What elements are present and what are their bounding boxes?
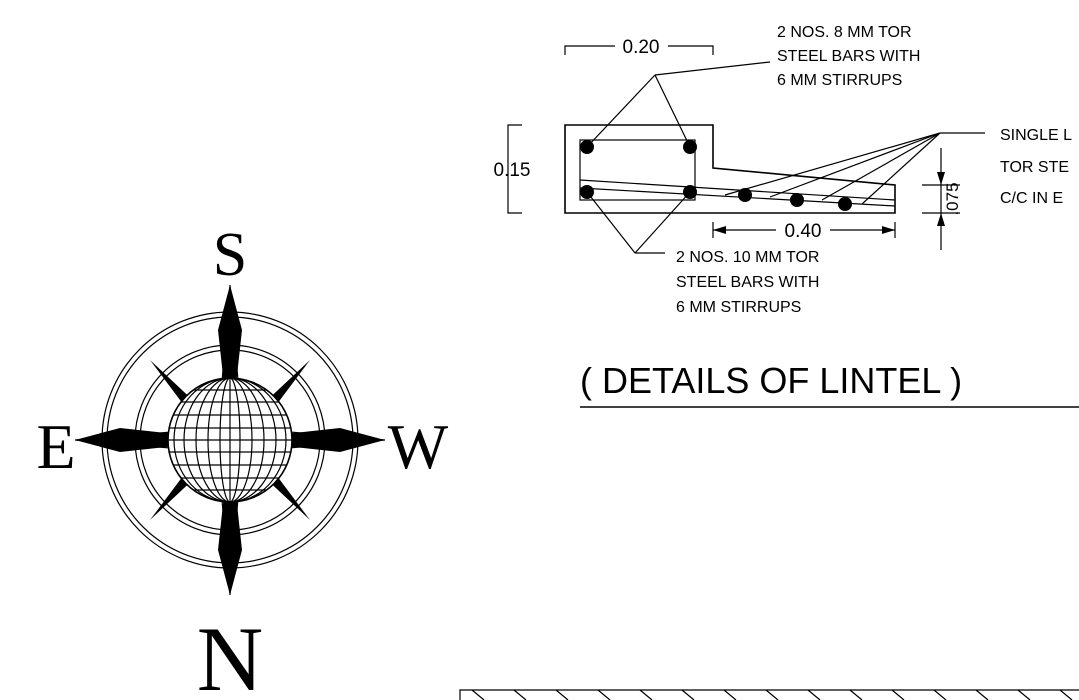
note-line: SINGLE L	[1000, 127, 1072, 144]
compass-label-south: S	[213, 221, 247, 289]
hatch-line	[1017, 689, 1031, 700]
hatch-line	[555, 689, 569, 700]
hatch-line	[975, 689, 989, 700]
note-line: TOR STE	[1000, 159, 1069, 176]
compass-globe	[167, 377, 293, 503]
hatch-line	[849, 689, 863, 700]
stirrup	[579, 139, 696, 201]
hatch-line	[597, 689, 611, 700]
hatched-wall-strip	[459, 689, 1079, 700]
slab-bar	[838, 197, 852, 211]
hatch-line	[1059, 689, 1073, 700]
dimension-slab-label: .075	[943, 182, 962, 215]
dimension-depth: 0.15	[494, 124, 531, 214]
hatch-line	[681, 689, 695, 700]
hatch-line	[723, 689, 737, 700]
lintel-detail: 0.20 0.15 0.40 .075 2 NOS.	[494, 24, 1079, 408]
note-line: 2 NOS. 10 MM TOR	[676, 249, 819, 266]
leader-top-bars	[586, 61, 771, 148]
compass-label-east: E	[36, 411, 75, 482]
slab-bars-note: SINGLE L TOR STE C/C IN E	[1000, 127, 1072, 207]
note-line: STEEL BARS WITH	[777, 48, 920, 65]
dimension-slab-thickness: .075	[922, 148, 962, 250]
hatch-line	[807, 689, 821, 700]
slab-bar	[790, 193, 804, 207]
dimension-projection: 0.40	[712, 221, 896, 242]
top-bars-note: 2 NOS. 8 MM TOR STEEL BARS WITH 6 MM STI…	[777, 24, 920, 89]
hatch-line	[471, 689, 485, 700]
lintel-title: ( DETAILS OF LINTEL )	[580, 360, 962, 401]
dimension-width: 0.20	[564, 37, 714, 58]
hatch-line	[933, 689, 947, 700]
slab-reinforcement-line	[579, 179, 896, 201]
dimension-projection-label: 0.40	[785, 221, 822, 242]
hatch-line	[765, 689, 779, 700]
note-line: 6 MM STIRRUPS	[777, 72, 902, 89]
note-line: STEEL BARS WITH	[676, 274, 819, 291]
dimension-width-label: 0.20	[623, 37, 660, 58]
bottom-bars-note: 2 NOS. 10 MM TOR STEEL BARS WITH 6 MM ST…	[676, 249, 819, 316]
leader-slab-bars	[724, 132, 985, 205]
note-line: 6 MM STIRRUPS	[676, 299, 801, 316]
dimension-depth-label: 0.15	[494, 160, 531, 181]
note-line: 2 NOS. 8 MM TOR	[777, 24, 912, 41]
lintel-section-outline	[564, 124, 896, 214]
compass-label-north: N	[197, 608, 263, 700]
hatch-line	[891, 689, 905, 700]
hatch-line	[513, 689, 527, 700]
note-line: C/C IN E	[1000, 190, 1063, 207]
compass-rose: S N E W	[36, 221, 448, 700]
hatch-line	[639, 689, 653, 700]
compass-label-west: W	[388, 411, 449, 482]
leader-bottom-bars	[586, 191, 691, 254]
slab-bar	[738, 188, 752, 202]
